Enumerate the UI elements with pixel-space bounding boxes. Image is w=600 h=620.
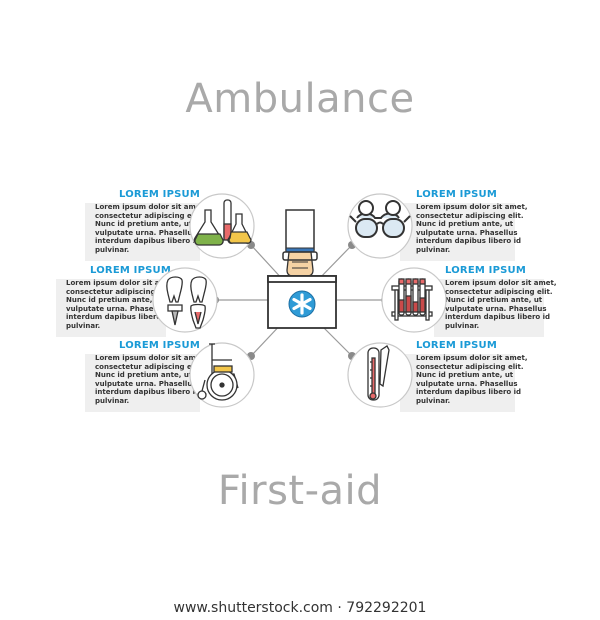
info-box-right-3 <box>400 354 515 412</box>
glasses-icon <box>349 200 411 238</box>
info-heading-left-1: LOREM IPSUM <box>119 189 201 200</box>
info-box-right-1 <box>400 203 515 261</box>
info-heading-left-2: LOREM IPSUM <box>90 265 172 276</box>
info-heading-left-3: LOREM IPSUM <box>119 340 201 351</box>
wheelchair-icon <box>197 343 239 401</box>
info-text-left-2: Lorem ipsum dolor sit amet, consectetur … <box>66 279 178 330</box>
teeth-icon <box>166 276 207 329</box>
info-text-right-2: Lorem ipsum dolor sit amet, consectetur … <box>445 279 557 330</box>
page-subtitle: First-aid <box>217 468 383 514</box>
first-aid-kit-icon <box>267 209 337 329</box>
page-title: Ambulance <box>185 76 415 122</box>
info-text-left-1: Lorem ipsum dolor sit amet, consectetur … <box>95 203 207 254</box>
info-heading-right-2: LOREM IPSUM <box>445 265 527 276</box>
info-text-right-3: Lorem ipsum dolor sit amet, consectetur … <box>416 354 528 405</box>
info-box-left-3 <box>85 354 200 412</box>
info-box-right-2 <box>434 279 544 337</box>
info-box-left-1 <box>85 203 200 261</box>
thermometer-icon <box>367 345 390 401</box>
info-box-left-2 <box>56 279 166 337</box>
teeth-circle <box>152 267 218 333</box>
test-tubes-icon <box>391 278 433 321</box>
info-heading-right-3: LOREM IPSUM <box>416 340 498 351</box>
info-heading-right-1: LOREM IPSUM <box>416 189 498 200</box>
info-text-right-1: Lorem ipsum dolor sit amet, consectetur … <box>416 203 528 254</box>
footer-watermark: www.shutterstock.com · 792292201 <box>173 600 427 616</box>
lab-flasks-icon <box>193 199 252 246</box>
lab-flasks-circle <box>189 193 255 259</box>
